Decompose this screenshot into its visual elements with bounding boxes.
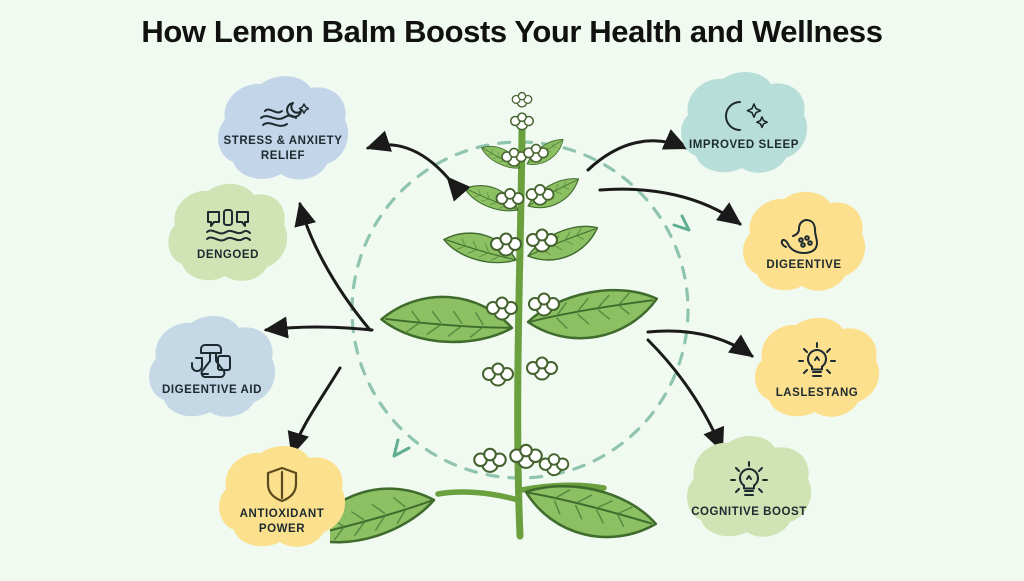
node-stress-anxiety-relief[interactable]: Stress & Anxiety Relief	[215, 74, 351, 184]
node-label: Cognitive Boost	[691, 506, 807, 519]
lemon-balm-plant-illustration	[297, 60, 710, 570]
blob-shape	[149, 315, 276, 417]
node-label: Digeentive	[766, 259, 842, 272]
node-digeentive[interactable]: Digeentive	[740, 190, 868, 296]
moon-waves-icon	[257, 99, 310, 131]
node-label: Stress & Anxiety Relief	[223, 135, 343, 162]
blob-shape	[218, 76, 349, 180]
lightbulb-icon	[728, 460, 770, 502]
node-label: Laslestang	[775, 387, 859, 400]
page-title: How Lemon Balm Boosts Your Health and We…	[141, 14, 883, 49]
node-label: Improved Sleep	[689, 139, 799, 152]
node-label: Dengoed	[197, 249, 259, 262]
node-antioxidant-power[interactable]: Antioxidant Power	[216, 444, 348, 552]
crescent-moon-stars-icon	[718, 99, 770, 135]
node-dengoed[interactable]: Dengoed	[166, 182, 290, 286]
node-laslestang[interactable]: Laslestang	[752, 316, 882, 422]
node-label: Antioxidant Power	[239, 508, 325, 535]
lightbulb-icon	[796, 341, 838, 383]
blob-shape	[686, 435, 812, 537]
blob-shape	[681, 71, 808, 173]
devices-waves-icon	[203, 209, 253, 245]
blob-shape	[742, 191, 866, 291]
node-cognitive-boost[interactable]: Cognitive Boost	[684, 434, 814, 542]
node-improved-sleep[interactable]: Improved Sleep	[678, 70, 810, 178]
shield-icon	[262, 464, 302, 504]
node-label: Digeentive Aid	[162, 384, 262, 397]
flask-lab-icon	[188, 342, 236, 380]
node-digeentive-aid[interactable]: Digeentive Aid	[146, 314, 278, 422]
stomach-icon	[780, 217, 828, 255]
blob-shape	[754, 317, 880, 417]
